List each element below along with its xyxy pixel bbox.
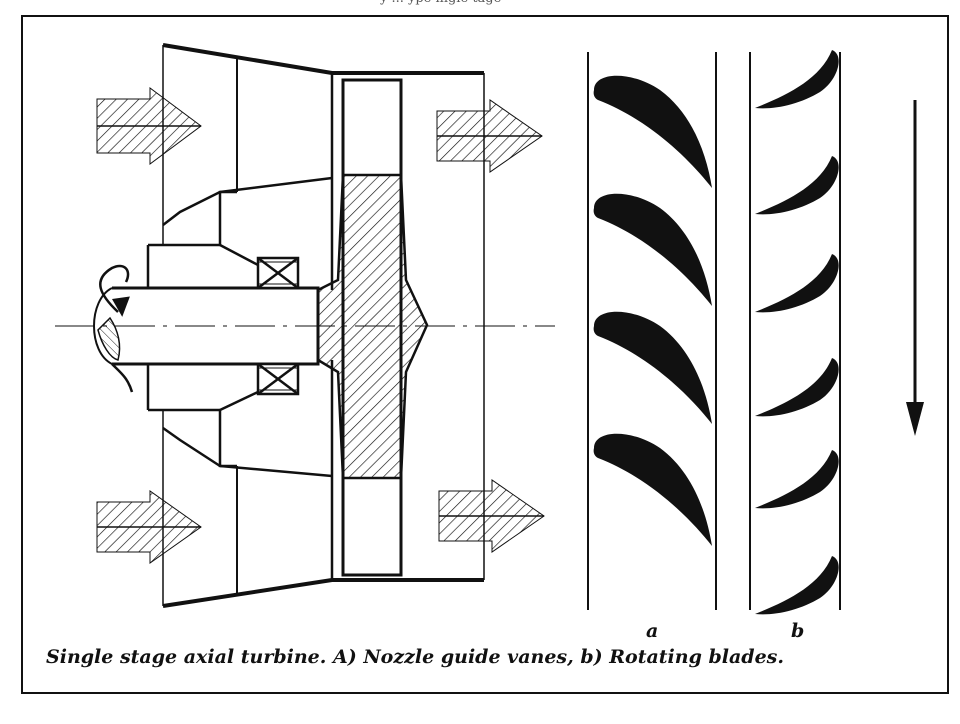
bearing-bottom [256,362,300,396]
figure-frame [21,15,949,694]
rotor-blade-5 [755,450,839,509]
cropped-header-text: y ... ype ingle tage [380,0,960,9]
rotating-blade-cascade [749,50,841,615]
nozzle-vane-3 [593,311,712,424]
nozzle-vane-1 [593,75,712,188]
inlet-flow-arrow-top [96,87,202,165]
outlet-flow-arrow-bottom [438,479,545,553]
rotation-arrow-icon [99,264,134,393]
nozzle-vane-4 [593,433,712,546]
shaft-end-hatch [97,316,121,361]
inlet-flow-arrow-bottom [96,490,202,564]
rotor-blade-1 [755,50,839,109]
cascade-b-label: b [791,620,805,642]
cascade-a-label: a [646,620,659,642]
rotor-blade-4 [755,358,839,417]
bearing-top [256,256,300,290]
figure-caption: Single stage axial turbine. A) Nozzle gu… [46,646,784,668]
rotor-blade-6 [755,556,839,615]
turbine-casing [162,43,485,608]
rotor-blade-3 [755,254,839,313]
outlet-flow-arrow-top [436,99,543,173]
direction-arrow-icon [906,100,924,436]
nozzle-vane-2 [593,193,712,306]
rotor-blade-2 [755,156,839,215]
nozzle-guide-vane-cascade [587,52,717,610]
